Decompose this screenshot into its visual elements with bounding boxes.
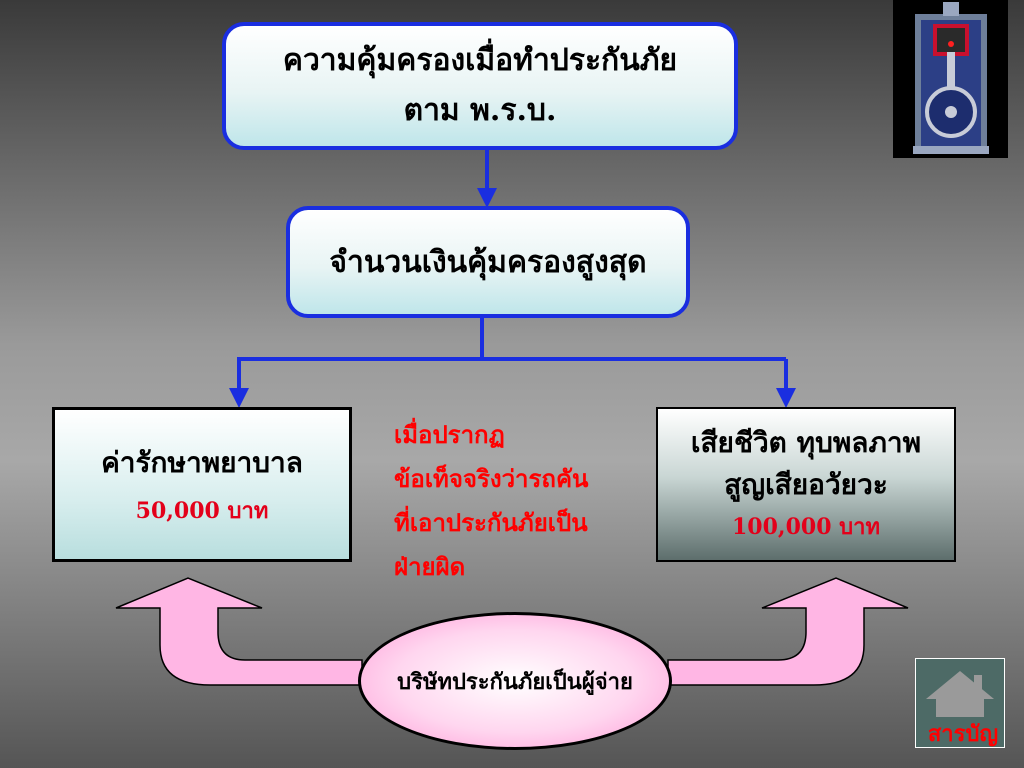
- max-coverage-box: จำนวนเงินคุ้มครองสูงสุด: [286, 206, 690, 318]
- death-line2: สูญเสียอวัยวะ: [724, 467, 888, 501]
- death-amount: 100,000 บาท: [732, 513, 880, 540]
- condition-line2: ข้อเท็จจริงว่ารถคัน: [394, 464, 589, 493]
- payer-ellipse: บริษัทประกันภัยเป็นผู้จ่าย: [358, 612, 672, 750]
- medical-amount: 50,000 บาท: [135, 498, 269, 524]
- death-disability-box: เสียชีวิต ทุบพลภาพ สูญเสียอวัยวะ 100,000…: [656, 407, 956, 562]
- pink-arrow-left: [115, 577, 363, 686]
- home-icon: [926, 671, 994, 717]
- home-button[interactable]: [915, 658, 1005, 748]
- coverage-title-box: ความคุ้มครองเมื่อทำประกันภัย ตาม พ.ร.บ.: [222, 22, 738, 150]
- condition-line3: ที่เอาประกันภัยเป็น: [394, 508, 588, 537]
- death-line1: เสียชีวิต ทุบพลภาพ: [690, 425, 922, 459]
- coverage-title-line1: ความคุ้มครองเมื่อทำประกันภัย: [282, 43, 678, 78]
- home-button-label[interactable]: สารบัญ: [927, 721, 999, 747]
- pink-arrow-right: [667, 577, 909, 686]
- medical-label: ค่ารักษาพยาบาล: [101, 446, 303, 479]
- coverage-title-line2: ตาม พ.ร.บ.: [403, 93, 557, 128]
- condition-line4: ฝ่ายผิด: [394, 552, 466, 581]
- payer-label: บริษัทประกันภัยเป็นผู้จ่าย: [397, 668, 633, 695]
- condition-text: เมื่อปรากฏ ข้อเท็จจริงว่ารถคัน ที่เอาประ…: [394, 413, 624, 589]
- condition-line1: เมื่อปรากฏ: [394, 420, 505, 449]
- engine-piston-icon: [893, 0, 1008, 158]
- max-coverage-label: จำนวนเงินคุ้มครองสูงสุด: [329, 244, 647, 280]
- medical-expense-box: ค่ารักษาพยาบาล 50,000 บาท: [52, 407, 352, 562]
